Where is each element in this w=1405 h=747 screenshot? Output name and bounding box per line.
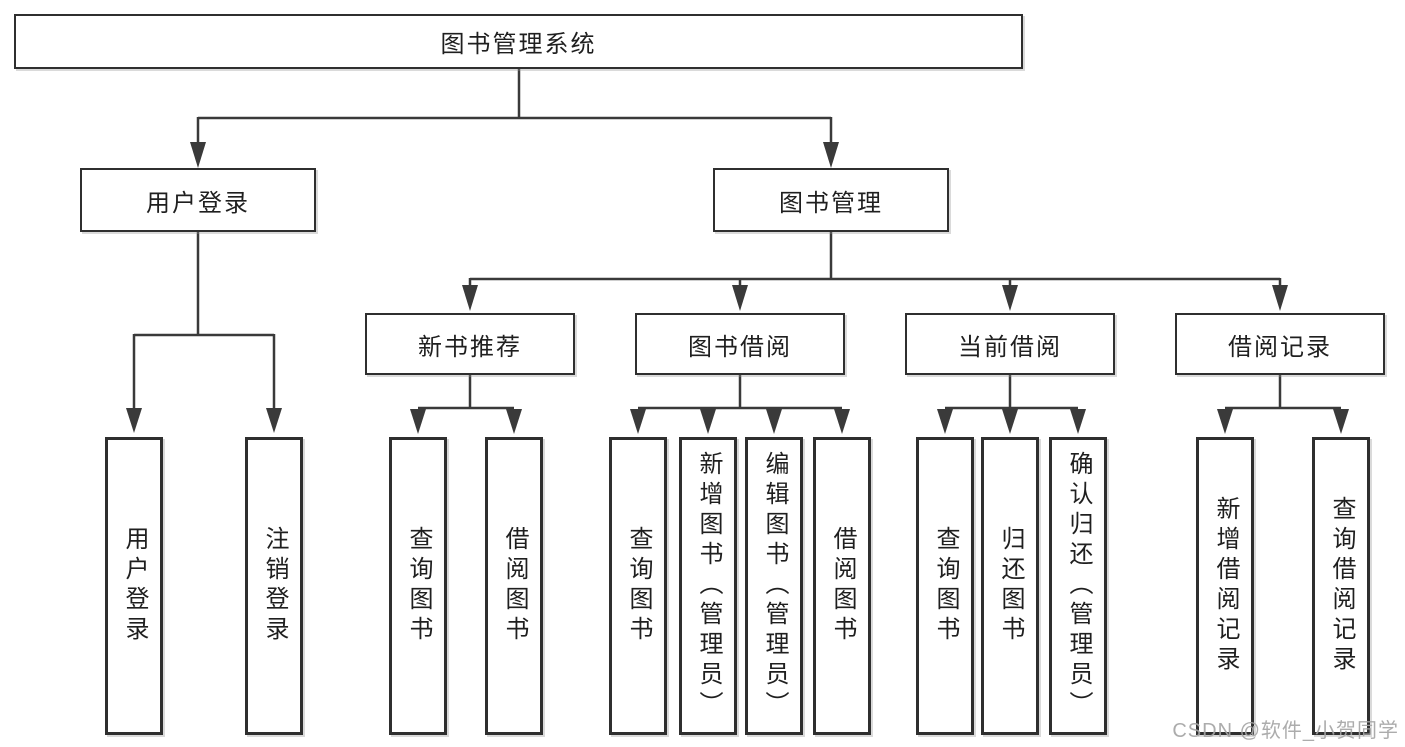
leaf-borrow-books-recommend: 借阅图书 — [485, 437, 543, 735]
leaf-user-login: 用户登录 — [105, 437, 163, 735]
leaf-return-books: 归还图书 — [981, 437, 1039, 735]
leaf-query-books-current: 查询图书 — [916, 437, 974, 735]
leaf-add-borrow-record: 新增借阅记录 — [1196, 437, 1254, 735]
leaf-borrow-books-borrowing: 借阅图书 — [813, 437, 871, 735]
watermark-text: CSDN @软件_小贺同学 — [1172, 720, 1399, 742]
leaf-query-borrow-record: 查询借阅记录 — [1312, 437, 1370, 735]
node-library-management-system: 图书管理系统 — [14, 14, 1023, 69]
leaf-query-books-recommend: 查询图书 — [389, 437, 447, 735]
node-book-borrowing: 图书借阅 — [635, 313, 845, 375]
node-borrowing-records: 借阅记录 — [1175, 313, 1385, 375]
leaf-query-books-borrowing: 查询图书 — [609, 437, 667, 735]
leaf-add-books-admin: 新增图书（管理员） — [679, 437, 737, 735]
node-user-login: 用户登录 — [80, 168, 316, 232]
node-new-book-recommendation: 新书推荐 — [365, 313, 575, 375]
node-book-management: 图书管理 — [713, 168, 949, 232]
leaf-confirm-return-admin: 确认归还（管理员） — [1049, 437, 1107, 735]
node-current-borrowing: 当前借阅 — [905, 313, 1115, 375]
leaf-logout: 注销登录 — [245, 437, 303, 735]
leaf-edit-books-admin: 编辑图书（管理员） — [745, 437, 803, 735]
